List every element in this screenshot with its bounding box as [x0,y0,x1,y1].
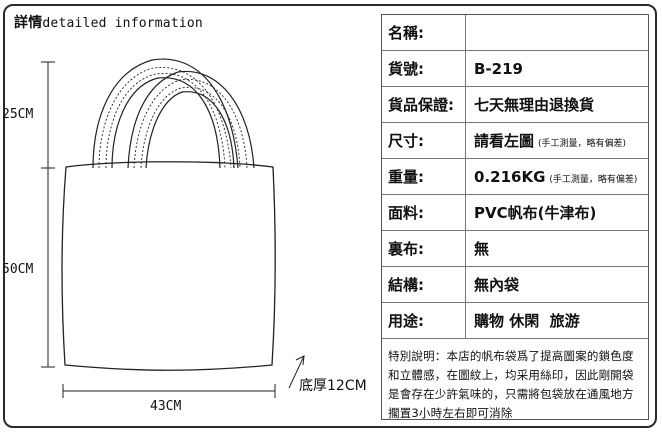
height-dimension-label: 50CM [2,262,34,277]
spec-label: 尺寸: [382,123,466,158]
header-title-en: detailed information [42,16,203,31]
height-dimension-line [41,61,55,368]
page-header: 詳情detailed information [14,12,203,32]
width-dimension-label: 43CM [150,399,182,414]
special-notice: 特別說明：本店的帆布袋爲了提高圖案的鎖色度和立體感，在圖紋上，均采用絲印，因此剛… [388,349,634,420]
spec-value: 請看左圖(手工測量，略有偏差) [466,123,648,158]
bag-body [61,161,276,371]
spec-value: PVC帆布(牛津布) [474,204,597,222]
spec-row-item-number: 貨號: B-219 [382,51,648,87]
spec-row-size: 尺寸: 請看左圖(手工測量，略有偏差) [382,123,648,159]
width-dimension-line [62,384,276,398]
spec-label: 用途: [382,303,466,338]
spec-note: (手工測量，略有偏差) [549,175,638,185]
spec-row-structure: 結構: 無內袋 [382,267,648,303]
spec-value: 七天無理由退換貨 [474,96,595,114]
bag-handles [92,58,255,169]
spec-value: 無內袋 [474,276,520,294]
spec-label: 貨品保證: [382,87,466,122]
page-frame [3,4,657,428]
spec-note: (手工測量，略有偏差) [538,139,627,149]
spec-value: B-219 [474,60,523,78]
spec-label: 貨號: [382,51,466,86]
spec-label: 重量: [382,159,466,194]
depth-dimension-label: 底厚12CM [299,378,367,394]
spec-value: 0.216KG(手工測量，略有偏差) [466,159,648,194]
spec-row-fabric: 面料: PVC帆布(牛津布) [382,195,648,231]
spec-label: 名稱: [382,15,466,50]
depth-arrow [288,355,305,389]
spec-value-text: 0.216KG [474,168,546,186]
spec-value-text: 請看左圖 [474,132,535,150]
spec-label: 結構: [382,267,466,302]
spec-table: 名稱: 貨號: B-219 貨品保證: 七天無理由退換貨 尺寸: 請看左圖(手工… [381,14,649,420]
spec-value [466,15,648,50]
tote-bag-illustration [41,58,305,398]
spec-row-weight: 重量: 0.216KG(手工測量，略有偏差) [382,159,648,195]
spec-row-lining: 裏布: 無 [382,231,648,267]
spec-row-usage: 用途: 購物 休閑 旅游 [382,303,648,339]
spec-value: 無 [474,240,490,258]
spec-label: 面料: [382,195,466,230]
spec-value: 購物 休閑 旅游 [474,312,580,330]
handle-dimension-label: 25CM [2,107,34,122]
spec-row-name: 名稱: [382,15,648,51]
spec-row-guarantee: 貨品保證: 七天無理由退換貨 [382,87,648,123]
header-title-zh: 詳情 [14,15,43,31]
spec-label: 裏布: [382,231,466,266]
